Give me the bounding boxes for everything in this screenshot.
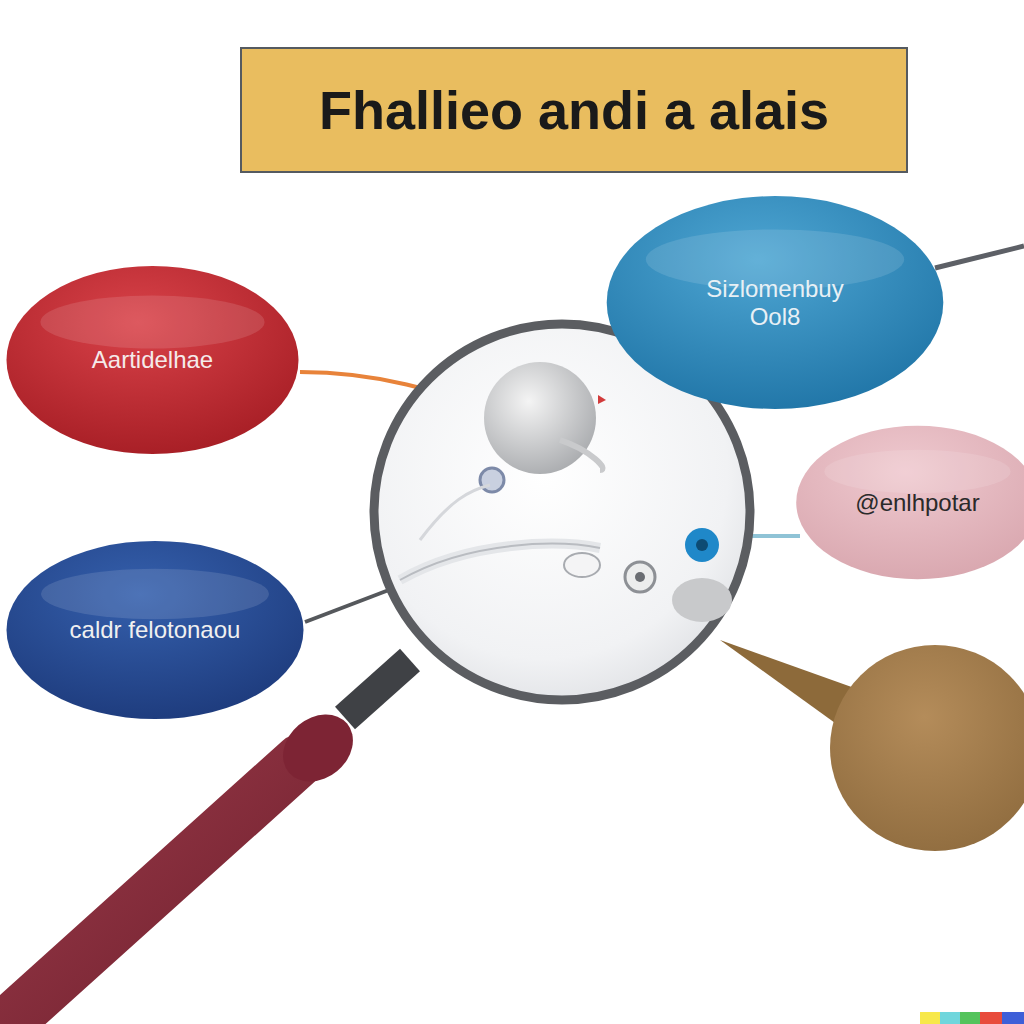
- lens-dot: [635, 572, 645, 582]
- watermark-bar: [960, 1012, 980, 1024]
- lens-tube: [400, 544, 600, 580]
- node-label: @enlhpotar: [855, 489, 979, 517]
- lens-dot: [625, 562, 655, 592]
- title-box: Fhallieo andi a alais: [240, 47, 908, 173]
- lens-detail: [564, 553, 600, 577]
- node-label: Aartidelhae: [92, 346, 213, 374]
- lens-detail: [560, 440, 603, 470]
- lens-dot: [696, 539, 708, 551]
- ellipse-highlight: [41, 569, 269, 619]
- lens-detail: [598, 395, 606, 404]
- brown-bubble: [830, 645, 1024, 851]
- watermark-bar: [1002, 1012, 1024, 1024]
- watermark-bar: [980, 1012, 1002, 1024]
- ellipse-node: caldr felotonaou: [5, 540, 305, 720]
- watermark-bar: [920, 1012, 940, 1024]
- node-label: Sizlomenbuy Ool8: [688, 275, 863, 330]
- ellipse-highlight: [40, 295, 264, 348]
- ellipse-fill: [6, 266, 298, 454]
- ellipse-fill: [607, 196, 944, 409]
- lens-shadow: [672, 578, 732, 622]
- magnifier-collar: [345, 660, 410, 718]
- lens-sphere: [484, 362, 596, 474]
- magnifier-handle: [0, 760, 300, 1024]
- watermark-bar: [940, 1012, 960, 1024]
- ellipse-fill: [7, 541, 304, 719]
- ellipse-node: Aartidelhae: [5, 265, 300, 455]
- node-label: caldr felotonaou: [70, 616, 241, 644]
- leader-line: [935, 246, 1024, 268]
- title-text: Fhallieo andi a alais: [319, 79, 829, 141]
- ellipse-node: @enlhpotar: [795, 425, 1024, 580]
- lens-wire: [420, 485, 490, 540]
- lens-dot: [685, 528, 719, 562]
- ellipse-fill: [796, 426, 1024, 579]
- ellipse-node: Sizlomenbuy Ool8: [605, 195, 945, 410]
- lens-tube: [400, 544, 600, 580]
- ellipse-highlight: [824, 450, 1010, 493]
